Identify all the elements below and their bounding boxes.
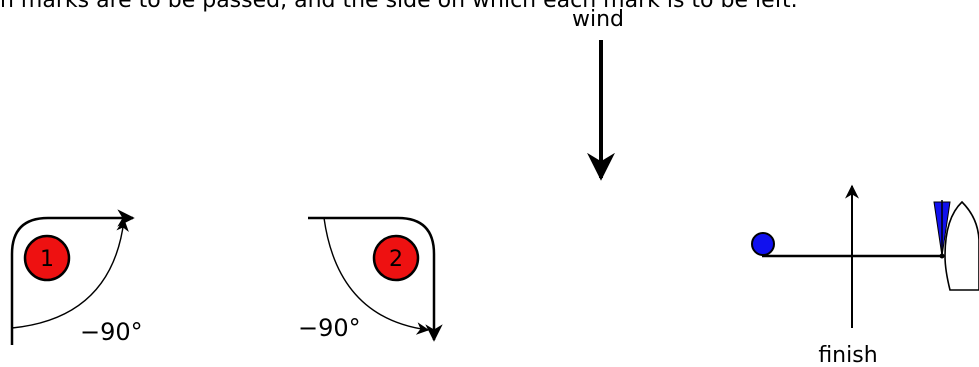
committee-boat xyxy=(944,200,979,291)
mark-1-number: 1 xyxy=(40,247,54,272)
wind-label: wind xyxy=(572,7,624,32)
mark-2-angle-arc xyxy=(323,217,430,335)
mark-2-number: 2 xyxy=(389,247,403,272)
mark-2-buoy xyxy=(372,234,420,282)
mark-1-rounding-path xyxy=(10,209,135,345)
mark-1-buoy xyxy=(23,234,71,282)
mark-1-angle-arc xyxy=(11,218,129,329)
mark-1-group: 1 −90° xyxy=(10,209,143,346)
committee-boat-pin xyxy=(939,253,945,259)
clipped-caption-text: h marks are to be passed, and the side o… xyxy=(0,0,798,13)
mark-2-group: 2 −90° xyxy=(298,216,443,342)
finish-group: finish xyxy=(751,184,979,367)
finish-buoy xyxy=(751,232,775,256)
mark-2-rounding-path xyxy=(308,216,443,342)
mark-1-angle-label: −90° xyxy=(80,318,143,346)
mark-2-angle-label: −90° xyxy=(298,314,361,342)
finish-label: finish xyxy=(818,343,877,367)
